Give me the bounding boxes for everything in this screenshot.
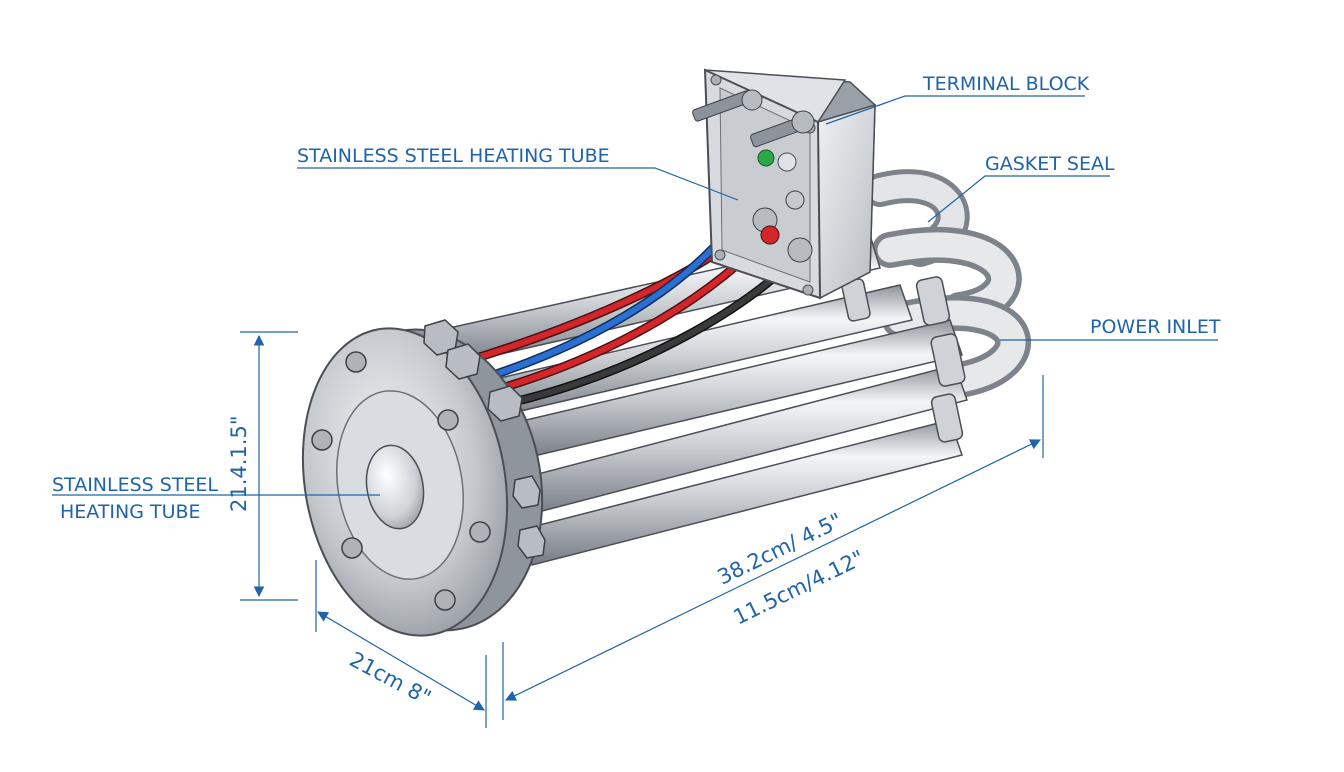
cable-gland-3	[787, 237, 813, 263]
terminal-stud-left	[692, 89, 763, 122]
leader-gasket-seal	[927, 175, 1110, 223]
leader-terminal-block	[825, 95, 1085, 125]
terminal-stud-right	[750, 110, 815, 148]
label-heating-tube-left-line1: STAINLESS STEEL	[52, 474, 218, 496]
label-gasket-seal: GASKET SEAL	[985, 153, 1115, 175]
cable-gland-2	[785, 190, 805, 210]
flange	[301, 319, 546, 637]
flange-bolt-6	[311, 429, 333, 451]
label-terminal-block: TERMINAL BLOCK	[922, 73, 1090, 95]
dim-depth-line	[317, 611, 485, 711]
leader-heating-tube-top	[297, 167, 739, 201]
flange-bolt-3	[469, 521, 491, 543]
dim-length-line	[505, 439, 1041, 701]
dim-depth-label: 21cm 8"	[346, 647, 435, 710]
label-heating-tube-top: STAINLESS STEEL HEATING TUBE	[297, 145, 610, 167]
flange-bolt-1	[345, 351, 367, 373]
flange-bolt-2	[437, 409, 459, 431]
dimension-lines	[240, 331, 1044, 728]
dim-height-label: 21.4.1.5"	[227, 416, 251, 513]
flange-bolt-5	[341, 537, 363, 559]
flange-hub	[365, 444, 425, 530]
terminal-block	[692, 68, 876, 300]
ground-terminal	[757, 149, 775, 167]
label-heating-tube-left-line2: HEATING TUBE	[60, 501, 201, 523]
flange-bolt-4	[434, 589, 456, 611]
leader-lines	[52, 95, 1218, 496]
label-power-inlet: POWER INLET	[1090, 316, 1221, 338]
